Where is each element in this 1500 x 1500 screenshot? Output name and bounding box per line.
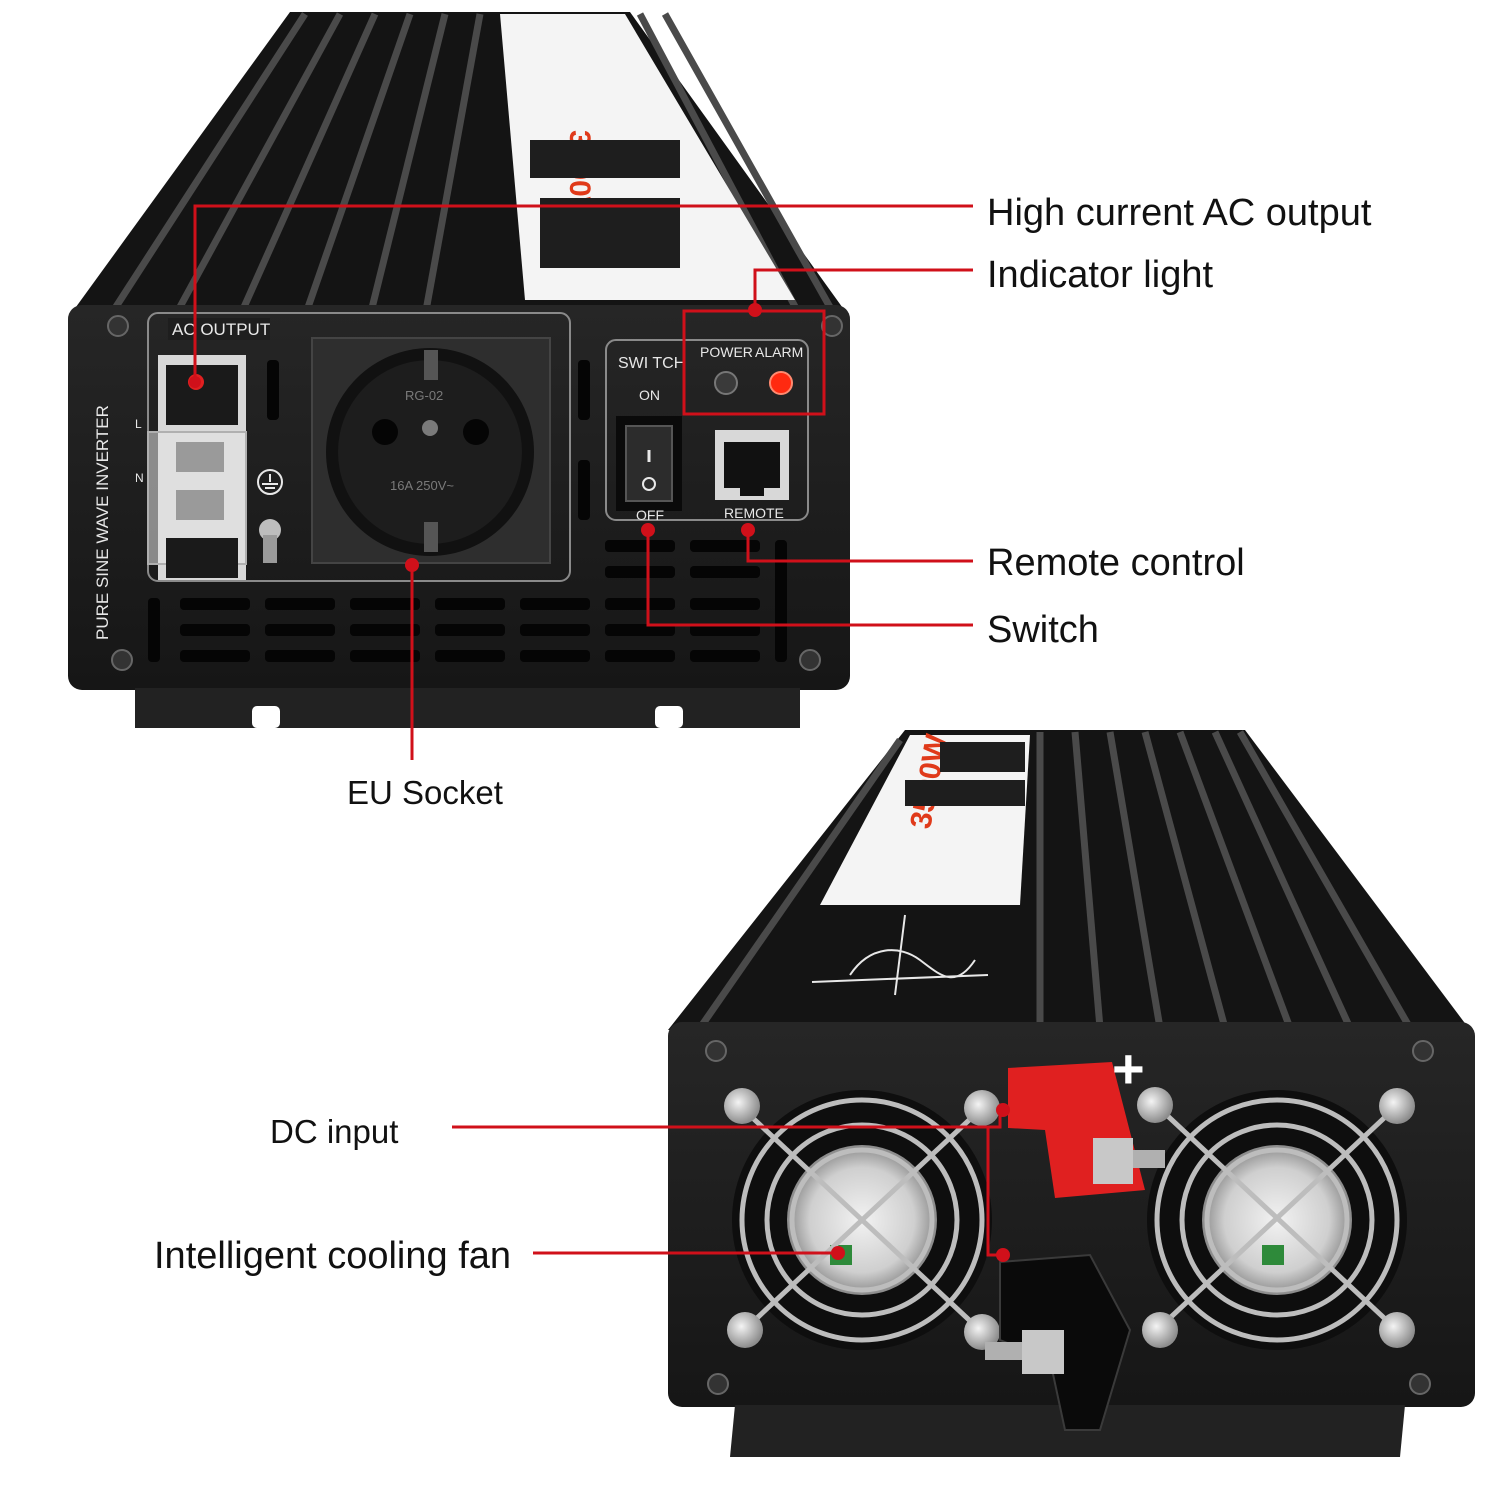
- control-frame: [605, 339, 809, 521]
- socket-rating-label: 16A 250V~: [390, 478, 454, 493]
- callout-line-remote: [746, 530, 973, 563]
- front-spec-plate-2: [540, 198, 680, 268]
- power-label: POWER: [700, 344, 753, 360]
- fan-sticker: [1262, 1245, 1284, 1265]
- callout-eu-socket: EU Socket: [347, 774, 503, 811]
- cooling-fan-left: [724, 1088, 1000, 1350]
- terminal-n-label: N: [135, 471, 144, 485]
- positive-symbol: +: [1112, 1037, 1145, 1100]
- alarm-led: [769, 371, 793, 395]
- callout-intelligent-cooling-fan: Intelligent cooling fan: [154, 1235, 512, 1277]
- fan-grille-icon: [1154, 1097, 1400, 1343]
- power-led: [714, 371, 738, 395]
- callout-dots: [189, 303, 1010, 1262]
- front-side-label: PURE SINE WAVE INVERTER: [93, 405, 112, 640]
- rear-label-strip: [820, 735, 1030, 905]
- ground-stud: [259, 519, 281, 563]
- callout-remote-control: Remote control: [987, 542, 1245, 584]
- eu-socket: RG-02 16A 250V~: [311, 337, 551, 564]
- switch-on-label: ON: [639, 387, 660, 403]
- rear-spec-plate-1: [940, 742, 1025, 772]
- callout-high-current-ac-output: High current AC output: [987, 192, 1372, 234]
- callout-lines: [193, 204, 1003, 1257]
- callout-dc-input: DC input: [270, 1113, 399, 1150]
- ac-terminal-block: L N: [135, 355, 247, 580]
- negative-terminal: [985, 1253, 1132, 1431]
- rocker-switch: [616, 416, 682, 511]
- front-base-slot-1: [252, 706, 280, 728]
- alarm-label: ALARM: [755, 344, 803, 360]
- remote-port: [715, 430, 789, 500]
- ground-symbol-icon: [257, 469, 283, 495]
- rear-inverter: 3500W: [668, 730, 1475, 1457]
- sine-wave-logo: [811, 914, 989, 996]
- switch-label: SWI TCH: [618, 355, 685, 372]
- switch-off-label: OFF: [636, 507, 664, 523]
- remote-label: REMOTE: [724, 505, 784, 521]
- ac-output-label: AC OUTPUT: [172, 320, 270, 339]
- front-spec-plate-1: [530, 140, 680, 178]
- phillips-screw-icon: [705, 1040, 1434, 1395]
- front-base-plate: [135, 688, 800, 728]
- phillips-screw-icon: [107, 315, 843, 671]
- front-base-slot-2: [655, 706, 683, 728]
- rear-body-top: [668, 730, 1470, 1030]
- front-inverter: 3500W: [68, 12, 850, 728]
- fan-grille-icon: [739, 1097, 985, 1343]
- rear-heat-fins: [697, 730, 1414, 1030]
- terminal-l-label: L: [135, 417, 142, 431]
- socket-model-label: RG-02: [405, 388, 443, 403]
- callout-line-ac-output: [193, 204, 973, 382]
- cooling-fan-right: [1137, 1087, 1415, 1350]
- callout-switch: Switch: [987, 609, 1099, 651]
- rear-spec-plate-2: [905, 780, 1025, 806]
- positive-terminal: [1008, 1062, 1165, 1198]
- callout-line-switch: [646, 530, 973, 627]
- callout-line-indicator: [753, 268, 973, 310]
- front-vent-grille: [148, 360, 787, 662]
- callout-indicator-light: Indicator light: [987, 254, 1214, 296]
